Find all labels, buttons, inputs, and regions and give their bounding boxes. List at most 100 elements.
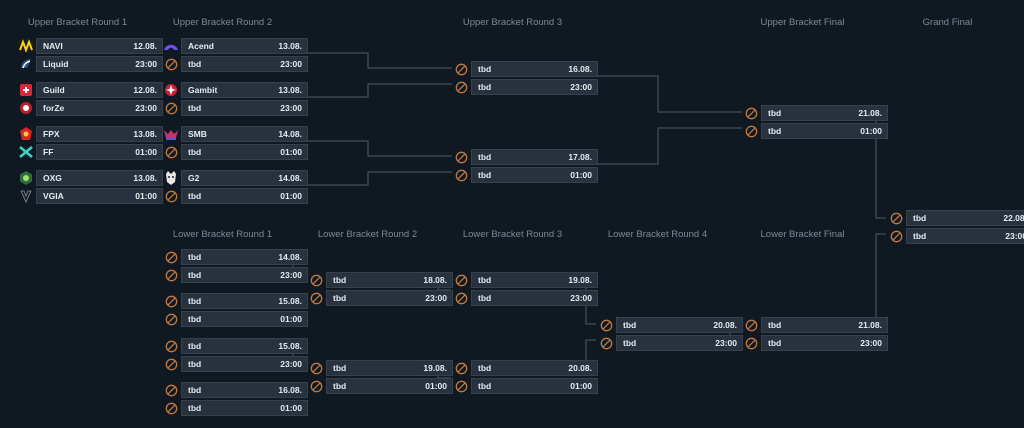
oxg-logo-icon <box>18 170 34 186</box>
guild-logo-icon <box>18 82 34 98</box>
team-name: tbd <box>188 103 202 113</box>
team-name: tbd <box>478 82 492 92</box>
forze-logo-icon <box>18 100 34 116</box>
acend-logo-icon <box>163 38 179 54</box>
match-time: 01:00 <box>570 381 592 391</box>
match-slot-bottom[interactable]: tbd 23:00 <box>453 79 598 95</box>
match-time: 23:00 <box>570 293 592 303</box>
tbd-icon <box>888 228 904 244</box>
team-name: tbd <box>478 152 492 162</box>
team-name: tbd <box>768 320 782 330</box>
team-name: tbd <box>478 64 492 74</box>
team-name: tbd <box>188 385 202 395</box>
round-title-ubf: Upper Bracket Final <box>760 17 845 28</box>
match-date: 17.08. <box>568 152 592 162</box>
team-name: NAVI <box>43 41 63 51</box>
round-title-gf: Grand Final <box>922 17 973 28</box>
match-date: 13.08. <box>133 129 157 139</box>
tbd-icon <box>163 100 179 116</box>
match-time: 01:00 <box>135 191 157 201</box>
team-name: tbd <box>913 231 927 241</box>
connector-line <box>573 127 742 165</box>
match-time: 23:00 <box>570 82 592 92</box>
connector-line <box>283 140 452 157</box>
match-date: 13.08. <box>133 173 157 183</box>
match-time: 23:00 <box>860 338 882 348</box>
tbd-icon <box>743 123 759 139</box>
match-slot-top[interactable]: tbd 17.08. <box>453 149 598 165</box>
liquid-logo-icon <box>18 56 34 72</box>
round-title-ub3: Upper Bracket Round 3 <box>462 17 563 28</box>
